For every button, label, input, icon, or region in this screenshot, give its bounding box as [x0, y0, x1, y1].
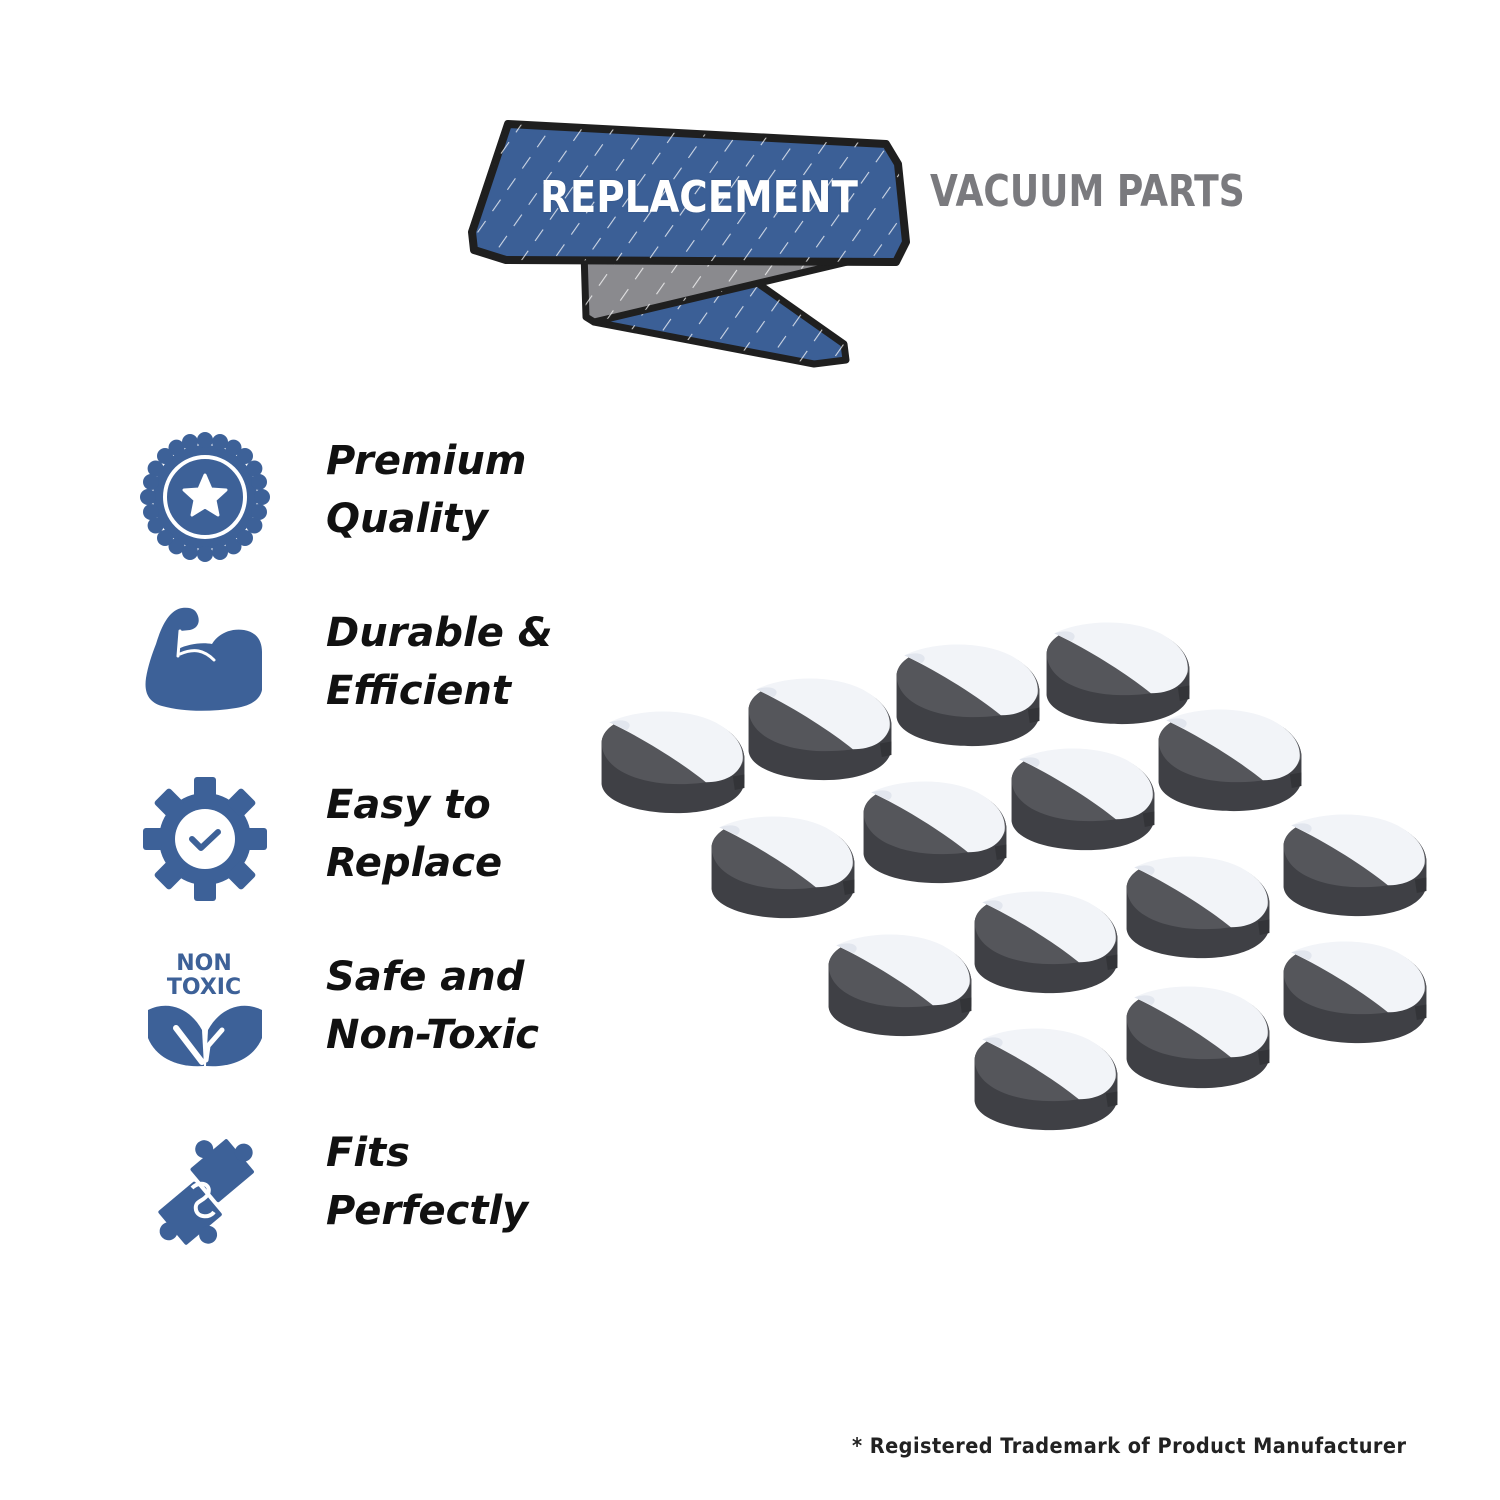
feature-line-1: Premium [326, 438, 527, 484]
feature-line-2: Perfectly [326, 1188, 529, 1234]
feature-label: Premium Quality [326, 432, 527, 548]
feature-line-2: Efficient [326, 668, 511, 714]
feature-line-1: Durable & [326, 610, 553, 656]
feature-fits-perfectly: Fits Perfectly [140, 1124, 600, 1254]
filter-pad-1 [601, 711, 745, 814]
non-toxic-leaf-icon: NON TOXIC [140, 948, 270, 1078]
feature-label: Easy to Replace [326, 776, 502, 892]
feature-label: Fits Perfectly [326, 1124, 528, 1240]
feature-safe-non-toxic: NON TOXIC Safe and Non-Toxic [140, 948, 600, 1078]
feature-line-2: Non-Toxic [326, 1012, 539, 1058]
filter-pad-12 [828, 934, 972, 1037]
feature-line-2: Replace [326, 840, 503, 886]
badge-star-icon [140, 432, 270, 562]
feature-line-1: Easy to [326, 782, 491, 828]
trademark-footnote: * Registered Trademark of Product Manufa… [852, 1434, 1407, 1458]
filter-pad-10 [1126, 856, 1270, 959]
filter-pad-5 [1158, 709, 1302, 812]
filter-pad-3 [896, 644, 1040, 747]
feature-premium-quality: Premium Quality [140, 432, 600, 562]
feature-line-1: Safe and [326, 954, 525, 1000]
flexed-arm-icon [140, 604, 270, 734]
filter-pad-11 [974, 891, 1118, 994]
feature-easy-to-replace: Easy to Replace [140, 776, 600, 906]
feature-line-1: Fits [326, 1130, 410, 1176]
feature-line-2: Quality [326, 496, 489, 542]
filter-pad-7 [863, 781, 1007, 884]
product-image-foam-filters [580, 600, 1460, 1140]
svg-text:NON: NON [176, 951, 232, 976]
header-banner: REPLACEMENT [466, 112, 916, 372]
header-subtitle: VACUUM PARTS [930, 166, 1245, 217]
feature-label: Safe and Non-Toxic [326, 948, 539, 1064]
feature-durable-efficient: Durable & Efficient [140, 604, 600, 734]
filter-pad-8 [711, 816, 855, 919]
gear-check-icon [140, 776, 270, 906]
puzzle-pieces-icon [140, 1124, 270, 1254]
filter-pad-9 [1283, 814, 1427, 917]
svg-text:TOXIC: TOXIC [167, 975, 241, 1000]
filter-pad-2 [748, 678, 892, 781]
ribbon-banner-graphic [468, 120, 910, 368]
filter-pad-14 [1126, 986, 1270, 1089]
feature-label: Durable & Efficient [326, 604, 553, 720]
filter-pad-6 [1011, 748, 1155, 851]
banner-title: REPLACEMENT [540, 172, 858, 223]
filter-pad-15 [974, 1028, 1118, 1131]
filter-pad-13 [1283, 941, 1427, 1044]
